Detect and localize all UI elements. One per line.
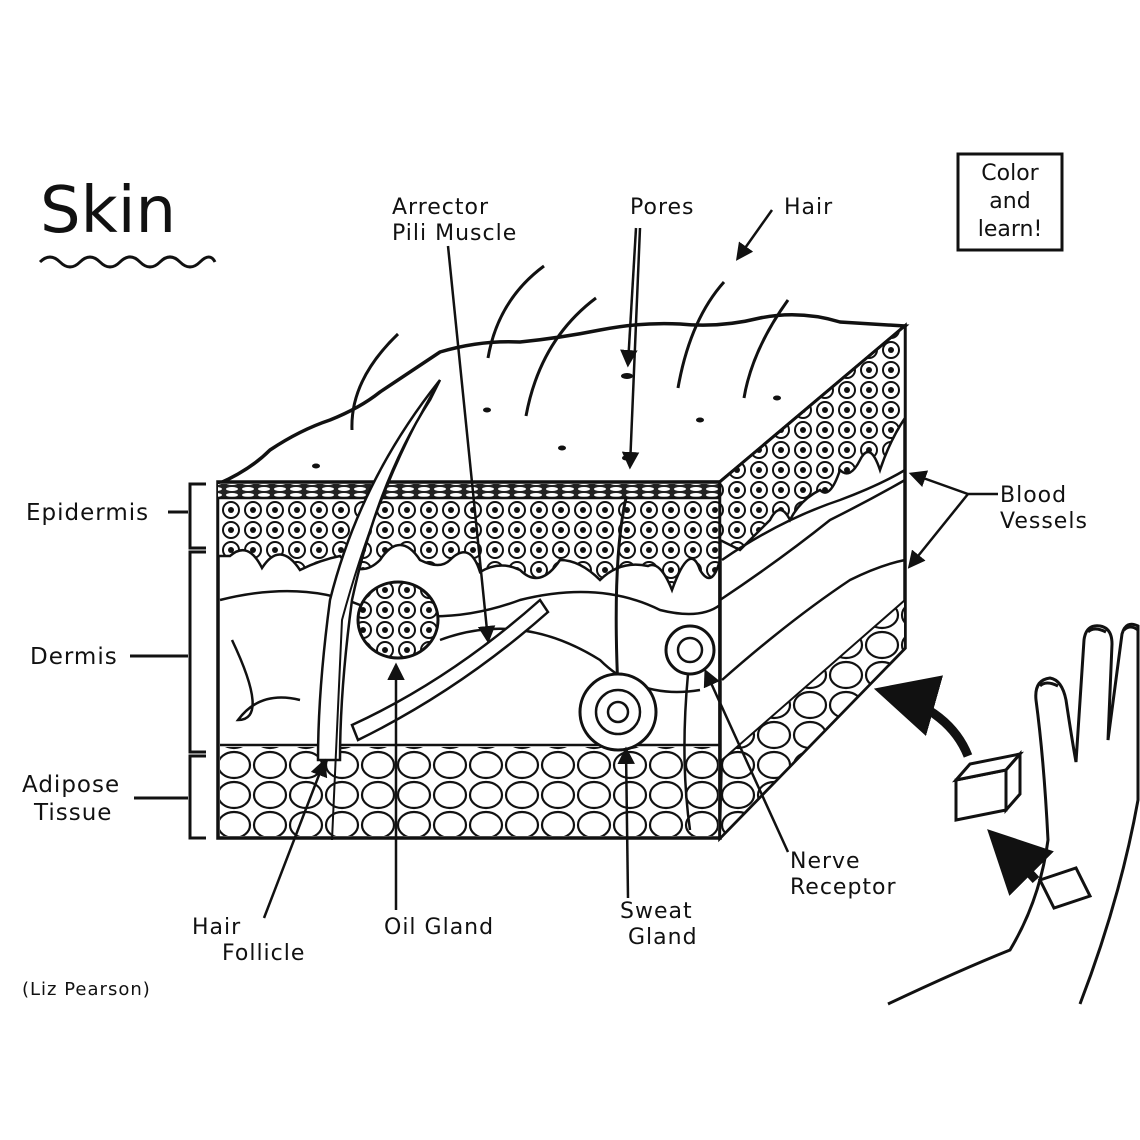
leader-pores-top (620, 227, 638, 368)
pore (773, 395, 781, 401)
sweat-duct (614, 497, 628, 691)
hair-strand (486, 264, 545, 359)
label-hair-follicle-line1: Hair (192, 915, 241, 940)
label-hair: Hair (784, 195, 833, 220)
side-epidermis (718, 323, 907, 552)
hair-strand (350, 332, 400, 431)
skin-surface (217, 313, 910, 486)
pore (312, 463, 320, 469)
page-title: Skin (40, 174, 176, 248)
sweat-gland-shape (578, 672, 658, 752)
pore (483, 407, 491, 413)
label-blood-line2: Vessels (1000, 509, 1088, 534)
skin-block (216, 264, 910, 843)
label-sweat-line2: Gland (628, 925, 698, 950)
hair-strand (742, 299, 790, 399)
nerve-fiber (683, 673, 692, 831)
stratum-corneum (218, 484, 720, 498)
leader-hair-follicle (262, 758, 328, 919)
leader-nerve (703, 668, 790, 853)
label-nerve-line1: Nerve (790, 849, 861, 874)
label-pores: Pores (630, 195, 695, 220)
side-blood-vessel (721, 468, 906, 562)
callout-line-3: learn! (978, 217, 1043, 242)
callout-line-1: Color (981, 161, 1039, 186)
pore (622, 455, 630, 461)
leader-lines (262, 209, 998, 919)
side-dermis-fiber (719, 478, 906, 602)
leader-hair (735, 209, 774, 261)
title-underline (38, 255, 217, 269)
hair-strand (524, 296, 597, 417)
label-blood-line1: Blood (1000, 483, 1067, 508)
side-adipose (718, 597, 906, 841)
nerve-receptor-core (676, 636, 704, 664)
sweat-gland-coil (594, 688, 642, 736)
callout-line-2: and (989, 189, 1030, 214)
label-arrector-line1: Arrector (392, 195, 489, 220)
side-blood-vessel (721, 558, 906, 681)
label-adipose-line2: Tissue (33, 800, 112, 826)
label-adipose-line1: Adipose (22, 772, 120, 798)
credit: (Liz Pearson) (22, 979, 151, 1000)
oil-gland-shape (356, 580, 440, 660)
dermis-fiber (230, 639, 301, 722)
leader-sweat-gland (617, 746, 635, 899)
leader-blood-1 (908, 470, 998, 496)
label-arrector-line2: Pili Muscle (392, 221, 517, 246)
hair-strand (676, 281, 726, 389)
adipose-layer (220, 747, 718, 836)
cube-icon (951, 750, 1093, 910)
label-oil-gland: Oil Gland (384, 915, 494, 940)
label-sweat-line1: Sweat (620, 899, 693, 924)
leader-pores-side (621, 227, 642, 470)
label-dermis: Dermis (30, 644, 118, 670)
pore (696, 417, 704, 423)
dermis-fiber (219, 589, 721, 618)
layer-brackets (130, 482, 206, 840)
pore (621, 373, 633, 379)
zoom-arrows (873, 675, 1054, 896)
pore (558, 445, 566, 451)
leader-arrector (446, 245, 496, 644)
hair-shaft (331, 379, 441, 841)
label-nerve-line2: Receptor (790, 875, 897, 900)
nerve-receptor-shape (664, 624, 716, 676)
sweat-gland-coil (606, 700, 630, 724)
label-epidermis: Epidermis (26, 500, 149, 526)
label-hair-follicle-line2: Follicle (222, 941, 305, 966)
hand-illustration (887, 622, 1140, 1006)
color-and-learn-box: Color and learn! (956, 152, 1064, 252)
leader-blood-2 (907, 493, 969, 569)
arrector-muscle (350, 598, 550, 742)
